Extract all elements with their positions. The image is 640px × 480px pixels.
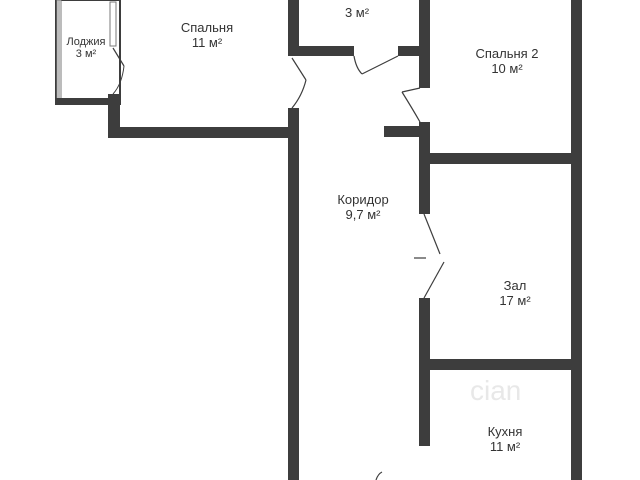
corridor-name: Коридор	[337, 192, 388, 207]
bedroom2-area: 10 м²	[491, 61, 523, 76]
wall-outer-right	[571, 0, 582, 480]
door-hall-leaf-top	[423, 213, 441, 255]
wall-corridor-stub	[384, 126, 430, 137]
wall-bath-left-lower	[288, 108, 299, 138]
door-bedroom2-leaf	[401, 87, 421, 93]
wall-bath-bottom-right	[398, 46, 430, 56]
corridor-area: 9,7 м²	[346, 207, 382, 222]
wall-hall-bottom	[419, 359, 582, 370]
door-bedroom1-leaf	[291, 57, 307, 81]
hall-name: Зал	[504, 278, 527, 293]
loggia-name: Лоджия	[67, 36, 106, 48]
door-bedroom1-arc	[291, 79, 307, 109]
bath-area: 3 м²	[345, 5, 370, 20]
door-bath-leaf	[361, 55, 399, 75]
doors	[291, 55, 445, 480]
wall-bedroom1-bottom	[108, 127, 298, 138]
room-labels: Лоджия 3 м² Спальня 11 м² 3 м² Спальня 2…	[67, 5, 539, 454]
loggia-wall-bottom	[56, 98, 120, 104]
wall-hall-left-lower	[419, 298, 430, 370]
loggia-area: 3 м²	[76, 48, 97, 60]
hall-area: 17 м²	[499, 293, 531, 308]
wall-bath-right	[419, 0, 430, 88]
wall-kitchen-left	[419, 370, 430, 446]
wall-bedroom2-bottom	[419, 153, 582, 164]
watermark: cian	[470, 375, 521, 406]
door-entrance-arc	[375, 471, 383, 480]
wall-hall-left-upper	[419, 164, 430, 214]
door-hall-leaf-bottom	[423, 261, 445, 299]
bedroom1-name: Спальня	[181, 20, 233, 35]
loggia-door-swing	[112, 47, 125, 67]
wall-corridor-left	[288, 126, 299, 480]
wall-bath-left-upper	[288, 0, 299, 56]
wall-bath-bottom-left	[288, 46, 354, 56]
loggia-window-right	[109, 1, 117, 47]
door-bath-arc	[353, 55, 363, 75]
kitchen-area: 11 м²	[490, 439, 521, 454]
walls	[108, 0, 582, 480]
door-bedroom2-arc	[401, 91, 421, 123]
loggia	[55, 0, 125, 105]
wall-bedroom2-left-lower	[419, 122, 430, 164]
bedroom2-name: Спальня 2	[475, 46, 538, 61]
bedroom1-area: 11 м²	[192, 35, 223, 50]
loggia-door-arc	[112, 65, 125, 95]
kitchen-name: Кухня	[488, 424, 523, 439]
